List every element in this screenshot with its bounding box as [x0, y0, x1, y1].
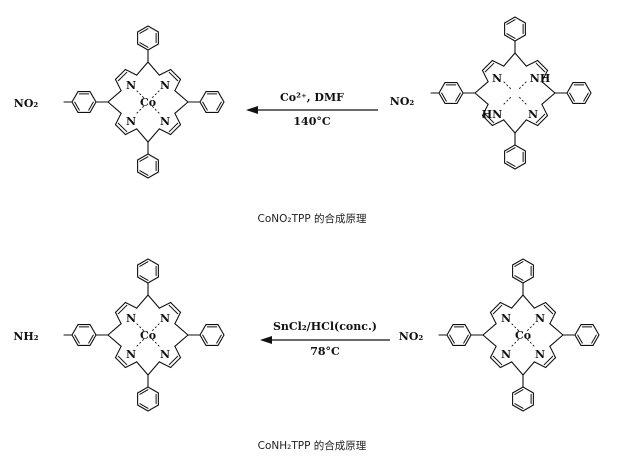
porphyrin-skeleton	[63, 258, 225, 412]
nitrogen-label: HN	[482, 108, 502, 121]
porphyrin-skeleton	[430, 16, 592, 170]
nitrogen-label: N	[160, 115, 170, 128]
reagent-line-2: 140°C	[293, 115, 330, 128]
caption: CoNO₂TPP 的合成原理	[258, 212, 367, 225]
nitrogen-label: N	[126, 348, 136, 361]
porphyrin-skeleton	[438, 258, 600, 412]
nitrogen-label: N	[160, 312, 170, 325]
substituent-label: NO₂	[399, 330, 424, 343]
nitrogen-label: N	[126, 115, 136, 128]
porphyrin-skeleton	[63, 25, 225, 179]
nitrogen-label: N	[160, 79, 170, 92]
nitrogen-label: N	[501, 348, 511, 361]
reaction-2-product: N N N N Co NH₂	[13, 258, 225, 412]
nitrogen-label: N	[492, 72, 502, 85]
nitrogen-label: N	[528, 108, 538, 121]
cobalt-label: Co	[515, 329, 531, 342]
cobalt-label: Co	[140, 329, 156, 342]
nitrogen-label: N	[535, 312, 545, 325]
nitrogen-label: N	[126, 79, 136, 92]
substituent-label: NH₂	[13, 330, 38, 343]
reaction-2-reactant: N N N N Co NO₂	[399, 258, 600, 412]
nitrogen-label: N	[126, 312, 136, 325]
reaction-2: N N N N Co NO₂ SnCl₂/HCl(conc.) 78°C N N…	[13, 258, 600, 452]
reaction-1-product: N N N N Co NO₂	[14, 25, 225, 179]
nitrogen-label: N	[160, 348, 170, 361]
nitrogen-label: N	[535, 348, 545, 361]
nitrogen-label: N	[501, 312, 511, 325]
cobalt-label: Co	[140, 96, 156, 109]
reaction-1-reactant: N NH HN N NO₂	[390, 16, 592, 170]
caption: CoNH₂TPP 的合成原理	[258, 439, 367, 452]
reaction-1-arrow	[246, 106, 378, 114]
reagent-line-1: SnCl₂/HCl(conc.)	[273, 320, 377, 333]
nitrogen-label: NH	[530, 72, 550, 85]
substituent-label: NO₂	[390, 95, 415, 108]
reagent-line-2: 78°C	[310, 345, 340, 358]
reaction-2-arrow	[260, 336, 390, 344]
reaction-1: N NH HN N NO₂ Co²⁺, DMF 140°C N N N N Co…	[14, 16, 592, 225]
reagent-line-1: Co²⁺, DMF	[280, 91, 344, 104]
substituent-label: NO₂	[14, 97, 39, 110]
